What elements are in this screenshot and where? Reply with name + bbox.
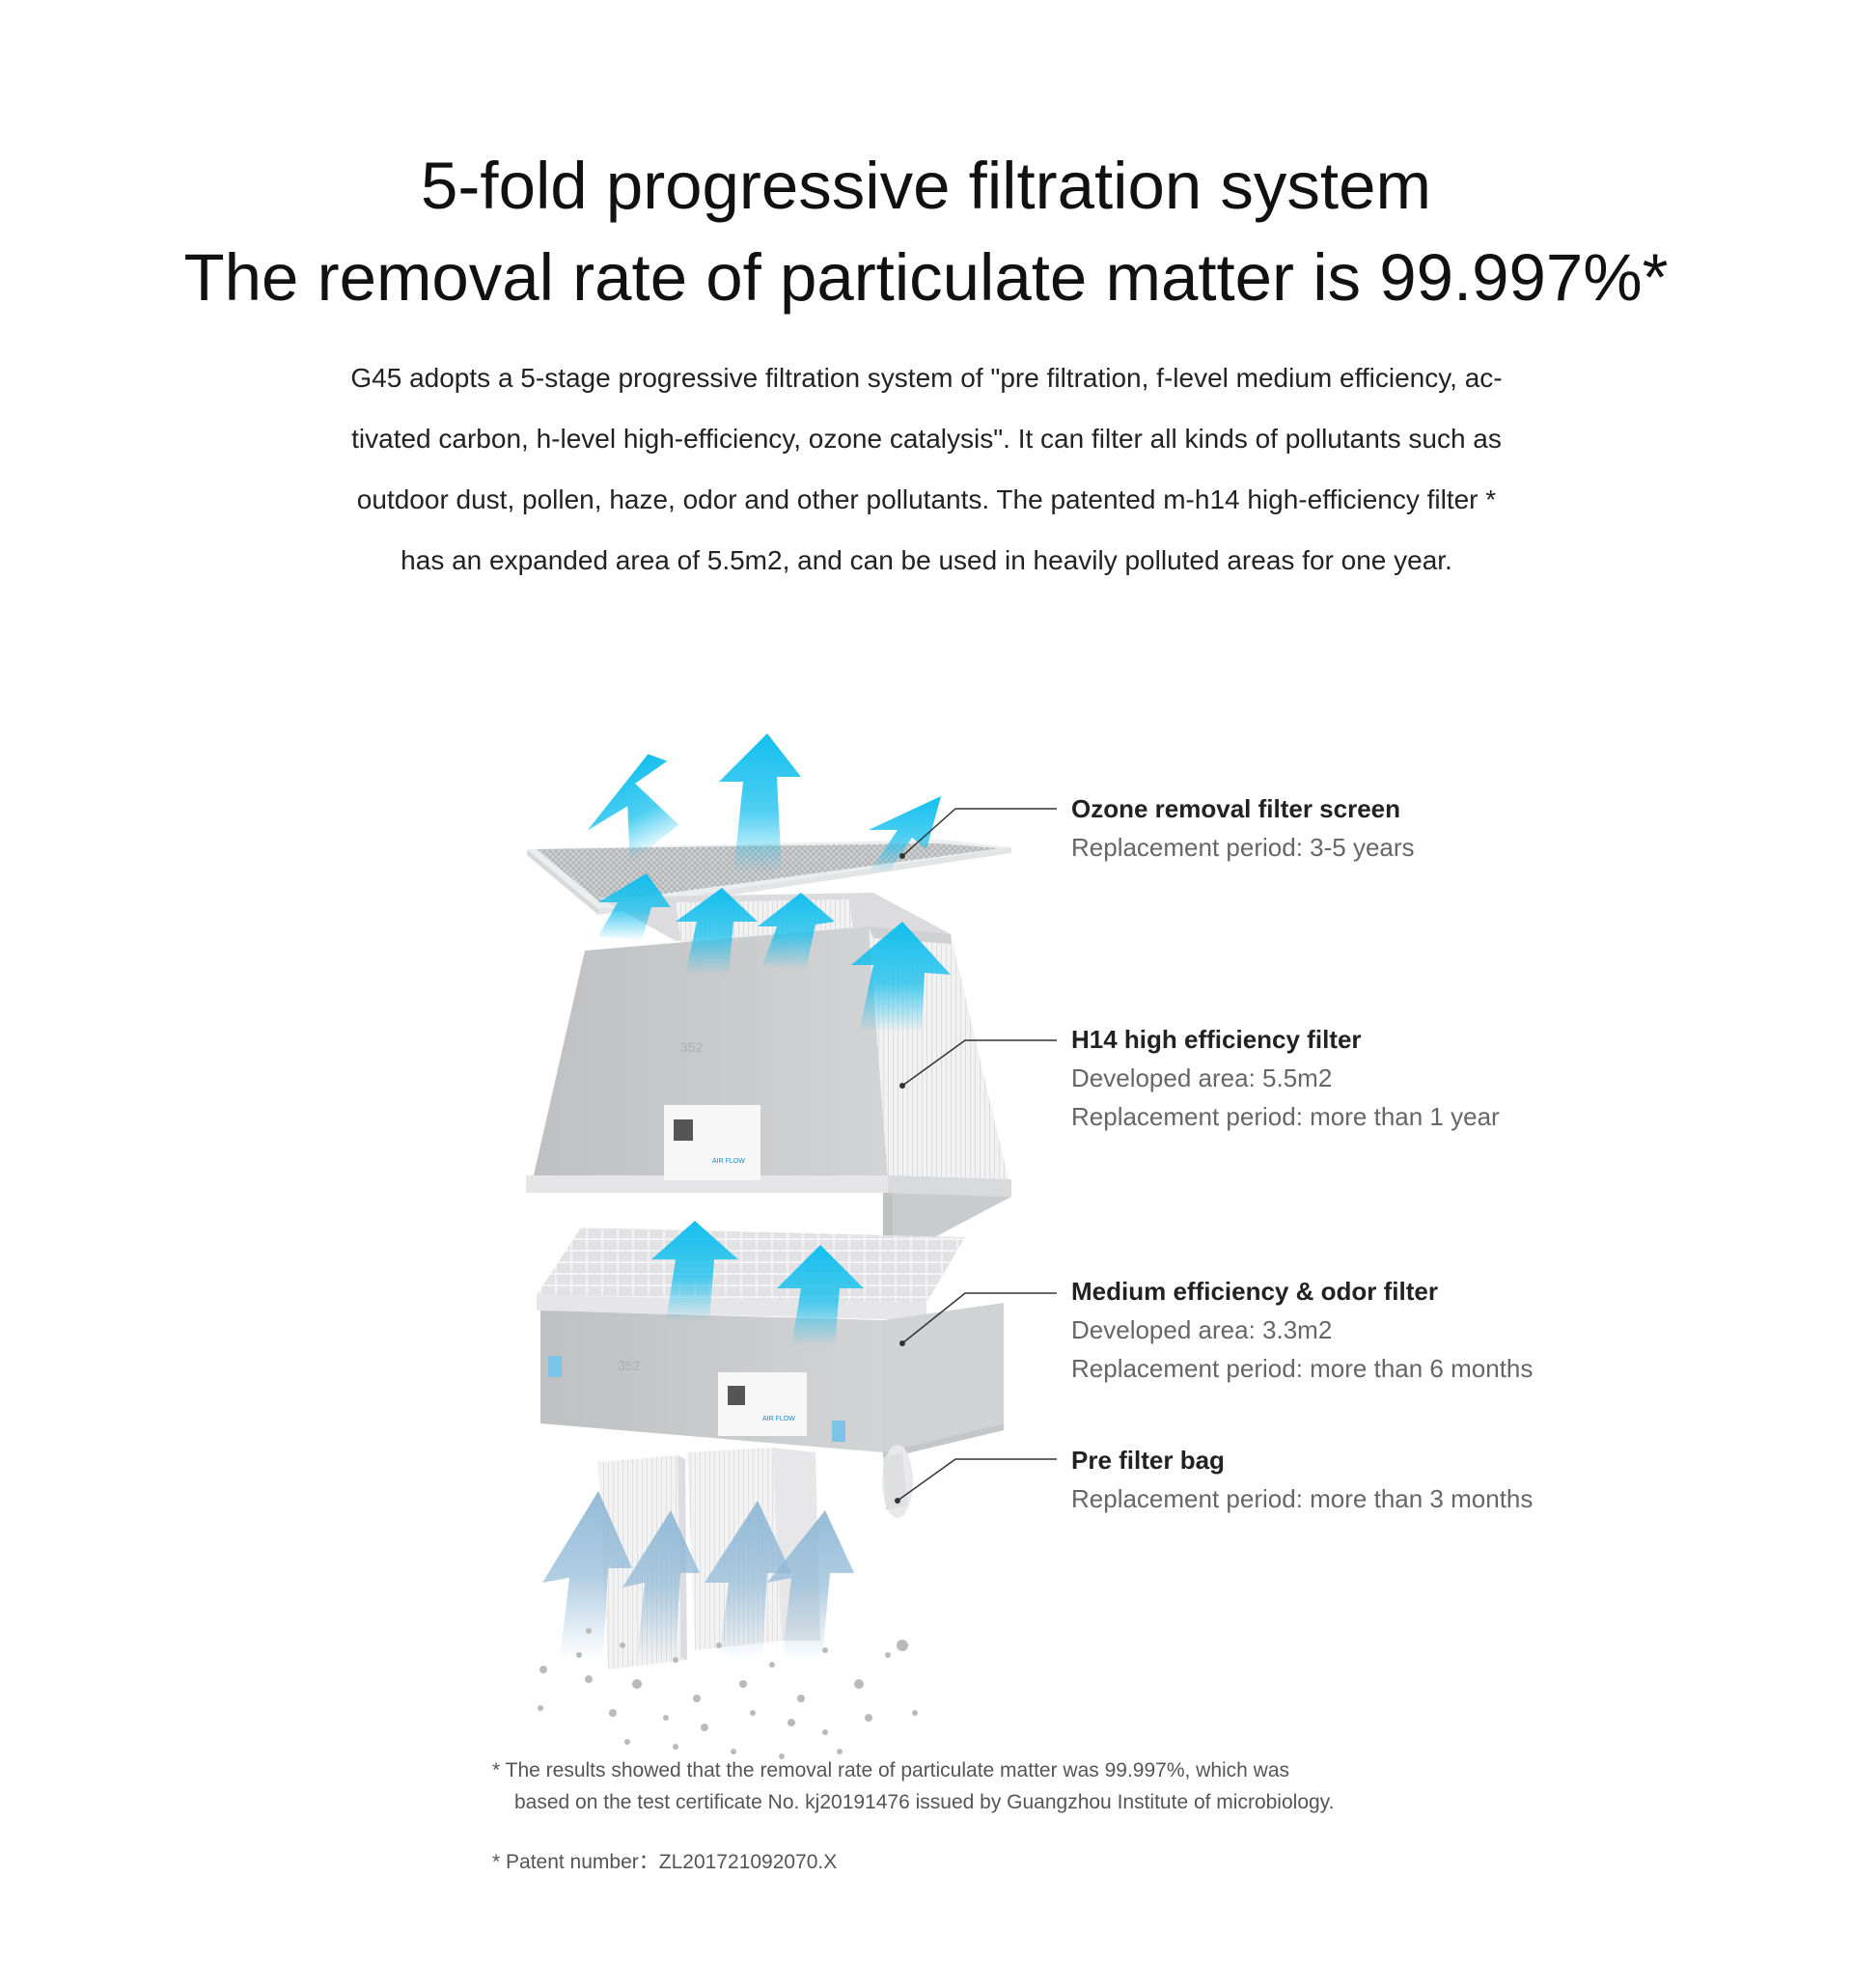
airflow-arrows-intake — [542, 1491, 854, 1660]
intro-line: outdoor dust, pollen, haze, odor and oth… — [356, 484, 1497, 514]
leader-line-h14 — [901, 1039, 1057, 1087]
up-arrow-icon — [719, 733, 801, 873]
up-arrow-icon — [622, 1510, 700, 1660]
leader-lines — [895, 808, 1057, 1504]
up-arrow-icon — [767, 1510, 854, 1660]
leader-line-medium — [901, 1292, 1057, 1344]
label-airflow-text: AIR FLOW — [712, 1158, 745, 1165]
callout-pre-filter-bag: Pre filter bag Replacement period: more … — [1071, 1441, 1533, 1518]
medium-odor-filter: AIR FLOW 352 — [537, 1228, 1004, 1459]
up-arrow-icon — [777, 1245, 864, 1346]
callout-line: Developed area: 3.3m2 — [1071, 1315, 1333, 1344]
clip-right — [832, 1421, 845, 1442]
callout-title: H14 high efficiency filter — [1071, 1025, 1362, 1054]
callout-title: Ozone removal filter screen — [1071, 794, 1401, 823]
callout-title: Pre filter bag — [1071, 1446, 1225, 1475]
footnote-line: * The results showed that the removal ra… — [492, 1759, 1290, 1781]
footnote-test-result: * The results showed that the removal ra… — [492, 1754, 1334, 1818]
callout-line: Replacement period: more than 3 months — [1071, 1484, 1534, 1513]
intro-line: has an expanded area of 5.5m2, and can b… — [401, 545, 1452, 575]
up-arrow-icon — [705, 1501, 791, 1660]
footnote-line: based on the test certificate No. kj2019… — [514, 1791, 1335, 1813]
label-airflow-text-2: AIR FLOW — [762, 1416, 795, 1422]
up-arrow-icon — [651, 1221, 738, 1322]
callout-line: Replacement period: more than 1 year — [1071, 1102, 1500, 1131]
up-arrow-icon — [598, 873, 671, 941]
up-arrow-icon — [758, 893, 835, 970]
intro-line: G45 adopts a 5-stage progressive filtrat… — [350, 363, 1503, 393]
callout-h14-filter: H14 high efficiency filter Developed are… — [1071, 1020, 1500, 1136]
h14-filter: AIR FLOW 352 — [526, 893, 1011, 1260]
intro-paragraph: G45 adopts a 5-stage progressive filtrat… — [232, 347, 1621, 591]
callout-ozone-filter: Ozone removal filter screen Replacement … — [1071, 789, 1415, 867]
up-arrow-icon — [587, 754, 679, 864]
brand-logo: 352 — [680, 1039, 704, 1055]
intro-line: tivated carbon, h-level high-efficiency,… — [351, 424, 1502, 454]
dust-particles — [538, 1628, 918, 1759]
callout-title: Medium efficiency & odor filter — [1071, 1277, 1438, 1306]
callout-medium-odor-filter: Medium efficiency & odor filter Develope… — [1071, 1272, 1533, 1388]
page-title-line-1: 5-fold progressive filtration system — [421, 149, 1431, 223]
product-label — [664, 1105, 760, 1180]
up-arrow-icon — [542, 1491, 632, 1660]
brand-logo-2: 352 — [618, 1358, 641, 1373]
leader-line-prefilter — [897, 1458, 1057, 1502]
callout-line: Replacement period: 3-5 years — [1071, 833, 1415, 862]
airflow-arrows-clean — [587, 733, 951, 1346]
page-title-line-2: The removal rate of particulate matter i… — [183, 240, 1669, 315]
leader-line-ozone — [901, 808, 1057, 857]
footnote-patent: * Patent number：ZL201721092070.X — [492, 1851, 838, 1873]
callout-line: Developed area: 5.5m2 — [1071, 1063, 1333, 1092]
callout-line: Replacement period: more than 6 months — [1071, 1354, 1534, 1383]
clip-left — [548, 1356, 562, 1377]
up-arrow-icon — [676, 888, 758, 975]
up-arrow-icon — [851, 922, 951, 1033]
up-arrow-icon — [869, 796, 941, 873]
